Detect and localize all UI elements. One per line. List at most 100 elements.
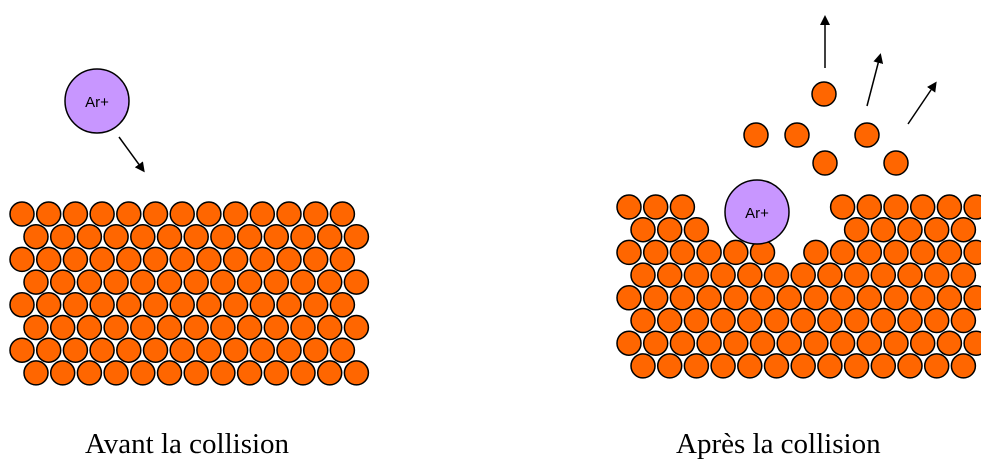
atom bbox=[963, 330, 981, 356]
atom bbox=[183, 269, 209, 295]
atom bbox=[236, 269, 263, 295]
atom bbox=[870, 216, 897, 243]
atom bbox=[723, 239, 749, 266]
atom bbox=[856, 330, 883, 356]
atom bbox=[142, 337, 169, 363]
atom bbox=[35, 292, 62, 318]
atom bbox=[156, 360, 183, 386]
atom bbox=[130, 223, 156, 250]
atom bbox=[76, 360, 103, 386]
atom bbox=[817, 307, 843, 334]
atom bbox=[196, 337, 222, 363]
atom bbox=[343, 314, 370, 341]
atom bbox=[142, 201, 169, 227]
atom bbox=[89, 292, 115, 318]
atom bbox=[103, 269, 129, 295]
atom bbox=[116, 246, 142, 273]
atom bbox=[803, 330, 829, 356]
atom bbox=[776, 285, 802, 311]
atom bbox=[222, 246, 249, 273]
atom bbox=[23, 360, 49, 386]
ejected-atom bbox=[784, 122, 810, 148]
atom bbox=[249, 292, 276, 318]
atom bbox=[723, 330, 749, 356]
atom bbox=[829, 194, 856, 220]
atom bbox=[329, 337, 356, 363]
atom bbox=[776, 330, 802, 356]
ejected-atom bbox=[883, 150, 909, 176]
atom bbox=[76, 269, 103, 295]
atom bbox=[263, 223, 290, 250]
argon-ion-label: Ar+ bbox=[85, 94, 109, 111]
atom bbox=[936, 239, 963, 266]
atom bbox=[103, 360, 129, 386]
atom bbox=[302, 201, 329, 227]
atom bbox=[909, 194, 936, 220]
atom bbox=[710, 307, 736, 334]
atom bbox=[683, 262, 710, 288]
atom bbox=[329, 246, 356, 273]
atom bbox=[963, 285, 981, 311]
atom bbox=[62, 246, 89, 273]
atom bbox=[696, 285, 722, 311]
atom bbox=[196, 201, 222, 227]
atom bbox=[749, 330, 776, 356]
ejected-atom bbox=[854, 122, 880, 148]
atom bbox=[843, 353, 870, 379]
atom bbox=[963, 194, 981, 220]
atom bbox=[169, 337, 195, 363]
atom bbox=[76, 314, 103, 341]
atom bbox=[656, 216, 683, 243]
atom bbox=[89, 337, 115, 363]
atom bbox=[790, 353, 816, 379]
argon-ion-incoming: Ar+ bbox=[64, 68, 130, 134]
atom bbox=[316, 223, 343, 250]
atom bbox=[236, 360, 263, 386]
atom bbox=[316, 360, 343, 386]
atom bbox=[62, 201, 89, 227]
lattice-after bbox=[616, 194, 981, 379]
atom bbox=[183, 223, 209, 250]
atom bbox=[35, 337, 62, 363]
atom bbox=[723, 285, 749, 311]
atom bbox=[950, 307, 977, 334]
atom bbox=[923, 353, 950, 379]
atom bbox=[829, 239, 856, 266]
atom bbox=[276, 246, 302, 273]
atom bbox=[49, 360, 76, 386]
atom bbox=[817, 353, 843, 379]
atom bbox=[236, 314, 263, 341]
atom bbox=[936, 194, 963, 220]
atom bbox=[803, 239, 829, 266]
atom bbox=[9, 292, 35, 318]
atom bbox=[316, 314, 343, 341]
ejected-atom bbox=[743, 122, 769, 148]
atom bbox=[749, 285, 776, 311]
atom bbox=[669, 239, 696, 266]
atom bbox=[49, 269, 76, 295]
atom bbox=[130, 269, 156, 295]
ejected-atom bbox=[811, 81, 837, 107]
atom bbox=[35, 246, 62, 273]
atom bbox=[290, 269, 316, 295]
atom bbox=[642, 330, 669, 356]
atom bbox=[936, 330, 963, 356]
atom bbox=[196, 292, 222, 318]
atom bbox=[196, 246, 222, 273]
ejected-atoms bbox=[743, 81, 909, 176]
atom bbox=[870, 353, 897, 379]
atom bbox=[656, 307, 683, 334]
atom bbox=[763, 307, 790, 334]
atom bbox=[936, 285, 963, 311]
atom bbox=[883, 285, 909, 311]
atom bbox=[883, 194, 909, 220]
atom bbox=[883, 330, 909, 356]
atom bbox=[9, 246, 35, 273]
atom bbox=[616, 194, 642, 220]
incoming-arrow bbox=[118, 136, 145, 173]
atom bbox=[290, 360, 316, 386]
atom bbox=[222, 337, 249, 363]
atom bbox=[249, 201, 276, 227]
atom bbox=[290, 314, 316, 341]
atom bbox=[950, 262, 977, 288]
